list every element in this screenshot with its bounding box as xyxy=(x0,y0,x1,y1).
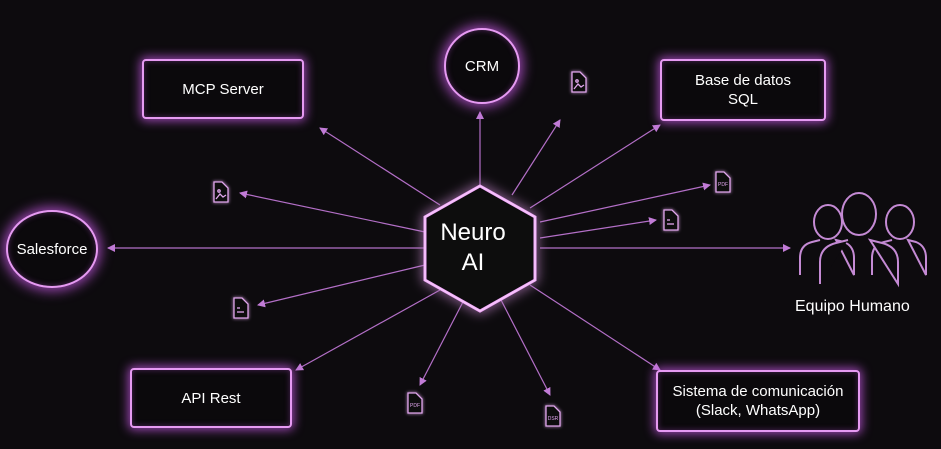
arrow-to-right-doc-file xyxy=(539,217,657,239)
pdf-badge-text: PDF xyxy=(718,182,728,188)
crm-node[interactable]: CRM xyxy=(444,28,520,104)
api-rest-label: API Rest xyxy=(181,389,241,407)
crm-label: CRM xyxy=(464,57,500,75)
arrow-to-upper-file xyxy=(511,119,561,196)
arrow-to-right-pdf-file xyxy=(539,182,711,223)
image-file-icon xyxy=(571,71,587,93)
arrow-to-lower-pdf-file xyxy=(419,297,466,386)
salesforce-label: Salesforce xyxy=(16,240,88,258)
api-rest-node[interactable]: API Rest xyxy=(130,368,292,428)
mcp-server-node[interactable]: MCP Server xyxy=(142,59,304,119)
arrow-to-mcp-server xyxy=(319,127,441,206)
database-node[interactable]: Base de datos SQL xyxy=(660,59,826,121)
team-label: Equipo Humano xyxy=(795,298,910,315)
document-file-icon xyxy=(663,209,679,231)
team-icon xyxy=(799,192,927,288)
arrow-to-left-image-file xyxy=(239,190,426,233)
hub-hexagon[interactable] xyxy=(423,184,537,313)
arrow-to-lower-dsr-file xyxy=(499,297,551,396)
database-label: Base de datos SQL xyxy=(695,72,791,108)
image-file-icon xyxy=(213,181,229,203)
communication-label: Sistema de comunicación (Slack, WhatsApp… xyxy=(672,383,844,419)
pdf-file-icon: PDF xyxy=(715,171,731,193)
arrow-to-communication xyxy=(529,284,661,371)
communication-node[interactable]: Sistema de comunicación (Slack, WhatsApp… xyxy=(656,370,860,432)
dsr-badge-text: DSR xyxy=(548,416,559,422)
mcp-server-label: MCP Server xyxy=(182,80,264,98)
pdf-badge-text: PDF xyxy=(410,403,420,409)
pdf-file-icon: PDF xyxy=(407,392,423,414)
arrow-to-database xyxy=(529,124,661,209)
dsr-file-icon: DSR xyxy=(545,405,561,427)
document-file-icon xyxy=(233,297,249,319)
arrow-to-api-rest xyxy=(295,289,441,371)
hub-label: Neuro AI xyxy=(440,219,506,276)
arrow-to-left-doc-file xyxy=(257,264,426,308)
salesforce-node[interactable]: Salesforce xyxy=(6,210,98,288)
